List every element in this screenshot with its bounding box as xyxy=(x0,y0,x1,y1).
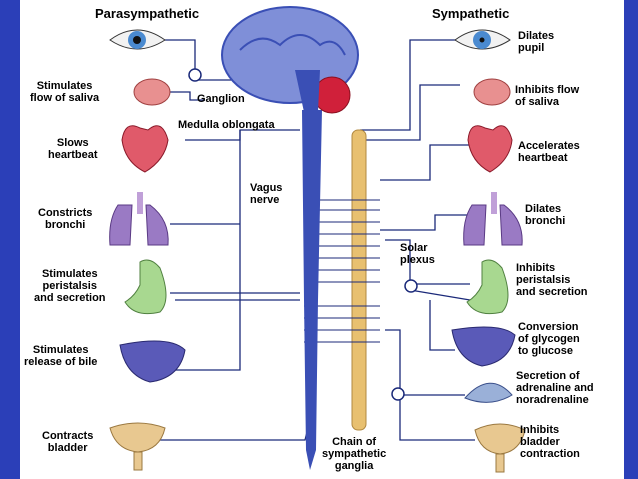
medulla-label: Medulla oblongata xyxy=(178,119,275,131)
left-bladder-icon xyxy=(109,422,166,471)
right-bladder-icon xyxy=(474,423,526,473)
sympathetic-connectors xyxy=(360,39,475,441)
left-label-heart: Slows heartbeat xyxy=(48,137,98,161)
brainstem xyxy=(295,70,320,112)
left-label-bladder: Contracts bladder xyxy=(42,430,94,454)
spinal-cord xyxy=(302,110,322,470)
right-label-heart: Accelerates heartbeat xyxy=(518,140,580,164)
right-eye-icon xyxy=(454,29,511,50)
right-heart-icon xyxy=(467,125,513,173)
left-eye-icon xyxy=(109,29,166,50)
brain-folds xyxy=(239,34,346,56)
left-stomach-icon xyxy=(124,259,167,315)
adrenal-gland-icon xyxy=(464,382,513,403)
left-heart-icon xyxy=(121,125,169,173)
right-label-saliva: Inhibits flow of saliva xyxy=(515,84,580,108)
adrenal-ganglion-node xyxy=(391,387,405,401)
right-label-bronchi: Dilates bronchi xyxy=(525,203,566,227)
right-label-adrenaline: Secretion of adrenaline and noradrenalin… xyxy=(516,370,594,406)
right-label-pupil: Dilates pupil xyxy=(518,30,555,54)
sympathetic-chain xyxy=(351,129,367,431)
left-label-saliva: Stimulates flow of saliva xyxy=(30,80,100,104)
right-label-bladder: Inhibits bladder contraction xyxy=(520,424,580,460)
vagus-nerve-label: Vagus nerve xyxy=(250,182,283,206)
left-liver-icon xyxy=(119,340,186,383)
right-stomach-icon xyxy=(466,259,509,315)
chain-ganglia-label: Chain of sympathetic ganglia xyxy=(322,436,387,472)
right-label-stomach: Inhibits peristalsis and secretion xyxy=(516,262,588,298)
parasympathetic-connectors xyxy=(160,39,316,441)
right-salivary-gland-icon xyxy=(473,78,511,106)
left-lungs-icon xyxy=(109,192,169,246)
parasympathetic-header: Parasympathetic xyxy=(95,6,200,21)
right-liver-icon xyxy=(451,326,516,367)
left-salivary-gland-icon xyxy=(133,78,171,106)
left-label-bronchi: Constricts bronchi xyxy=(38,207,93,231)
ganglion-node xyxy=(188,68,202,82)
left-label-stomach: Stimulates peristalsis and secretion xyxy=(34,268,106,304)
ganglion-label: Ganglion xyxy=(197,93,245,105)
right-frame-border xyxy=(624,0,638,479)
right-lungs-icon xyxy=(463,192,523,246)
right-label-glycogen: Conversion of glycogen to glucose xyxy=(518,321,580,357)
left-frame-border xyxy=(0,0,20,479)
left-label-bile: Stimulates release of bile xyxy=(24,344,98,368)
solar-plexus-node xyxy=(404,279,418,293)
solar-plexus-label: Solar plexus xyxy=(400,242,435,266)
sympathetic-header: Sympathetic xyxy=(432,6,510,21)
